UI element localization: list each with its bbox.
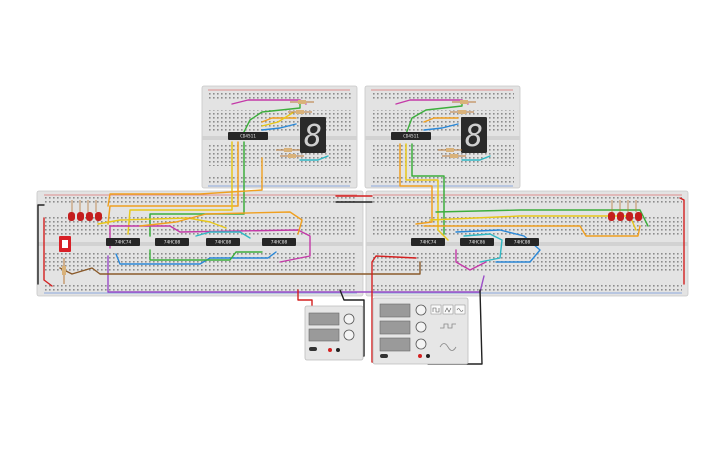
chip-label: 74HC74 [420,240,437,246]
chip-label: CD4511 [240,134,256,140]
frequency-knob [415,304,427,316]
chip-main-left-2: 74HC08 [155,238,189,246]
display-digit: 8 [465,119,483,154]
wire-blue-l [115,251,277,265]
wire-orange-r [423,225,641,237]
display-digit: 8 [304,119,322,154]
current-readout [308,328,340,342]
amplitude-readout [379,320,411,335]
wire-magenta-r [455,249,487,271]
wire-orange-tr [423,117,459,123]
triangle-wave-icon [444,307,452,313]
dip-switch-icon[interactable] [59,236,71,252]
wire-black-l [37,204,45,285]
breadboard-main-left [36,190,364,297]
offset-knob [415,338,427,350]
wire-blue-tr [423,123,459,131]
breadboard-top-left [201,85,358,189]
wire-red-r [679,197,685,285]
wire-green-tl [242,102,301,135]
ground-terminal [426,354,430,358]
chip-main-right-1: 74HC74 [411,238,445,246]
chip-label: 74HC08 [514,240,531,246]
wire-yellow-down-r [405,143,449,241]
chip-label: 74HC86 [469,240,486,246]
current-knob [343,329,355,341]
wire-magenta-l [109,225,311,263]
chip-main-left-4: 74HC08 [262,238,296,246]
positive-terminal [328,348,332,352]
resistor-icon [276,100,476,158]
wire-red-l [43,217,53,287]
wire-green-tr [405,101,463,135]
wire-orange-loop-l [107,157,263,207]
chip-label: 74HC08 [215,240,232,246]
wire-yellow-down-l [127,141,233,235]
wire-yellow-tl [261,111,295,127]
voltage-knob [343,313,355,325]
chip-cd4511-right: CD4511 [391,132,431,140]
led-icon [608,200,642,221]
wire-yellow-l [97,217,227,229]
wire-green-l [149,249,263,261]
chip-label: 74HC74 [115,240,132,246]
dc-power-supply-icon[interactable] [304,305,364,361]
voltage-readout [308,312,340,326]
wire-cyan-tl [299,155,329,161]
seven-segment-display-icon: 8 [461,117,487,154]
wire-orange-down-l [107,141,239,225]
chip-main-right-2: 74HC86 [460,238,494,246]
seven-segment-display-icon: 8 [300,117,326,154]
wire-cyan-l [195,231,251,239]
chip-main-right-3: 74HC08 [505,238,539,246]
chip-label: 74HC08 [271,240,288,246]
function-generator-icon[interactable] [372,297,469,365]
frequency-readout [379,303,411,318]
chip-label: 74HC08 [164,240,181,246]
sine-wave-preview [439,343,457,351]
chip-main-left-1: 74HC74 [106,238,140,246]
wire-orange-l2 [139,211,303,235]
chip-cd4511-left: CD4511 [228,132,268,140]
wire-orange-tl [261,117,297,123]
wire-cyan-tr [461,155,491,161]
wire-green-r [435,209,649,227]
signal-terminal [418,354,422,358]
wire-green-down-r [411,143,445,235]
led-icon [68,200,102,221]
sine-wave-icon [456,308,464,312]
wire-orange-down-r [399,143,433,225]
chip-label: CD4511 [403,134,419,140]
wire-yellow-r [429,215,637,231]
negative-terminal [336,348,340,352]
square-wave-preview [440,323,456,329]
resistor-icon [62,258,66,284]
wire-brown-l [59,261,421,275]
wire-cyan-r [463,233,503,263]
breadboard-top-right [364,85,521,189]
chip-main-left-3: 74HC08 [206,238,240,246]
square-wave-icon [432,307,440,313]
amplitude-knob [415,321,427,333]
power-toggle [380,354,388,358]
power-toggle [309,347,317,351]
wire-blue-tl [261,123,297,131]
offset-readout [379,337,411,352]
